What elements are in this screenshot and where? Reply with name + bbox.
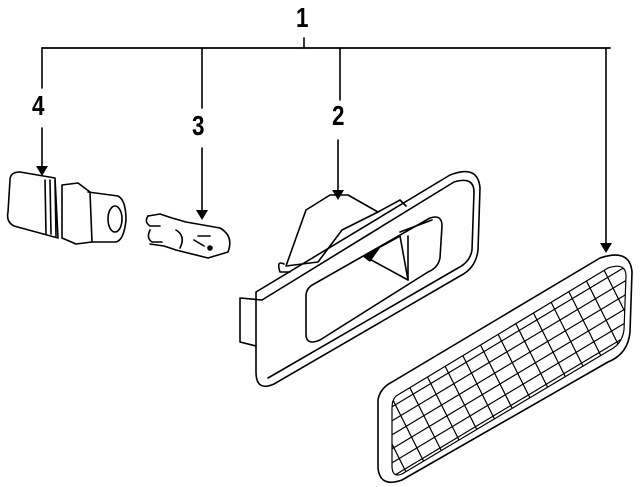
leader-lines <box>41 37 611 246</box>
bulb-icon <box>145 213 231 259</box>
callout-2: 2 <box>332 100 345 131</box>
arrowheads <box>36 166 612 253</box>
bulb-socket-icon <box>6 171 127 245</box>
callout-3: 3 <box>192 110 205 141</box>
lamp-housing-icon <box>239 170 481 388</box>
callout-1: 1 <box>296 2 309 33</box>
callout-4: 4 <box>32 90 45 121</box>
